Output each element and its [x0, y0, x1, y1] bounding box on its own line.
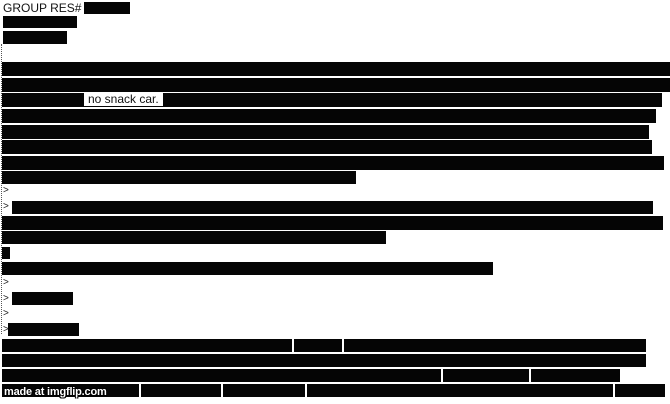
quote-marker: > — [3, 324, 9, 335]
redaction-bar — [3, 16, 77, 28]
redaction-bar — [2, 354, 646, 367]
redaction-bar — [2, 125, 649, 139]
redaction-bar — [2, 156, 664, 170]
group-res-label: GROUP RES# — [3, 1, 82, 15]
imgflip-watermark: made at imgflip.com — [4, 386, 107, 398]
redaction-bar — [2, 262, 493, 275]
redaction-bar — [12, 292, 73, 305]
redaction-bar — [2, 247, 10, 259]
visible-text-no-snack-car: no snack car. — [84, 92, 163, 106]
quote-marker: > — [3, 185, 9, 196]
redaction-bar — [2, 231, 386, 244]
redaction-bar — [84, 2, 130, 14]
redaction-bar — [2, 171, 356, 184]
quote-marker: > — [3, 201, 9, 212]
redaction-bar — [2, 369, 441, 382]
redaction-bar — [531, 369, 620, 382]
redaction-bar — [443, 369, 529, 382]
redaction-bar — [2, 216, 663, 230]
redaction-bar — [2, 109, 656, 123]
redaction-bar — [2, 78, 670, 92]
redaction-bar — [2, 339, 292, 352]
redaction-bar — [294, 339, 342, 352]
redaction-bar — [2, 140, 652, 154]
redaction-bar — [2, 62, 670, 76]
quote-marker: > — [3, 277, 9, 288]
redaction-bar — [223, 384, 305, 397]
redaction-bar — [8, 323, 79, 336]
redaction-bar — [141, 384, 221, 397]
redaction-bar — [3, 31, 67, 44]
redaction-bar — [12, 201, 653, 214]
redaction-bar — [344, 339, 646, 352]
redaction-bar — [307, 384, 613, 397]
quote-marker: > — [3, 293, 9, 304]
redaction-bar — [2, 384, 139, 397]
quote-marker: > — [3, 308, 9, 319]
redaction-bar — [2, 93, 662, 107]
left-margin-rule — [1, 44, 2, 334]
redaction-bar — [615, 384, 665, 397]
